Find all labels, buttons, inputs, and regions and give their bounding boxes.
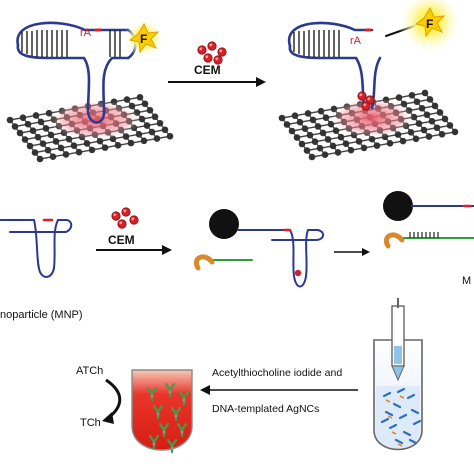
hairpin-stem-rungs-right <box>293 30 340 57</box>
cem-cluster-mid <box>111 207 139 229</box>
cem-label-mid: CEM <box>108 233 135 247</box>
fluorophore-label-left: F <box>140 32 147 46</box>
supernatant-dna-fragments <box>380 387 422 447</box>
reagent-label-1: Acetylthiocholine iodide and <box>212 367 342 379</box>
atch-label: ATCh <box>76 365 103 377</box>
magnetic-nanoparticle <box>209 209 239 239</box>
mnp-legend-caption: noparticle (MNP) <box>0 309 83 321</box>
reaction-arrow-mid-2 <box>334 248 370 256</box>
ra-label-left: rA <box>80 27 92 39</box>
magnetic-nanoparticle-right <box>383 191 413 221</box>
fluorophore-label-right: F <box>426 17 433 31</box>
conversion-arrow <box>102 378 122 424</box>
ra-label-right: rA <box>350 35 362 47</box>
hairpin-probe-mid <box>0 218 73 278</box>
magnet-tube <box>373 298 423 451</box>
glow-left <box>49 100 141 140</box>
fluorophore-star-left <box>128 22 160 54</box>
cleaved-probe-mid <box>237 228 324 288</box>
cem-label-top: CEM <box>194 63 221 77</box>
glow-right <box>330 98 414 138</box>
cem-cluster-top <box>197 41 227 65</box>
cem-bound-mid <box>294 269 302 277</box>
antibody-capture-mid <box>194 254 253 271</box>
reaction-arrow-top <box>168 77 266 87</box>
cem-bound-right <box>357 91 375 111</box>
duplex-rungs-right <box>409 232 439 238</box>
transfer-arrow-bottom <box>200 385 358 395</box>
hairpin-stem-rungs-left <box>21 30 121 57</box>
reaction-arrow-mid <box>96 245 172 255</box>
released-strand-right <box>384 204 474 249</box>
agnc-clusters <box>146 382 190 454</box>
tch-label: TCh <box>80 417 101 429</box>
detection-tube-red <box>131 369 193 451</box>
mnp-cut-label: M <box>462 275 471 287</box>
reagent-label-2: DNA-templated AgNCs <box>212 403 319 415</box>
fluorophore-star-right <box>414 6 446 38</box>
